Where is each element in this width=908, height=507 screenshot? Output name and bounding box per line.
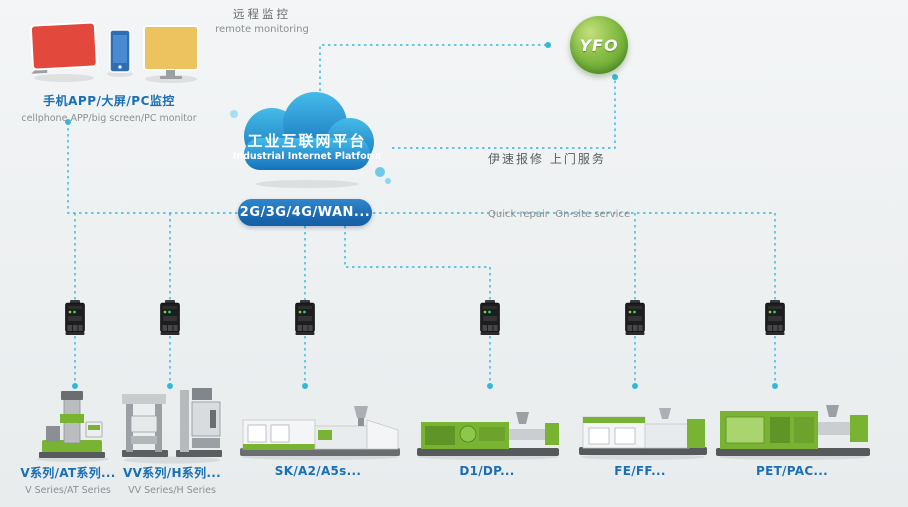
remote-monitoring-en: remote monitoring [215,24,309,35]
machine-fe-ff-series [579,408,707,460]
cellphone-icon [109,29,131,73]
machine-vv-series [122,388,222,464]
machine-d1-dp-series [417,412,559,460]
iot-gateway-6 [765,300,785,336]
machine-group-6-zh: PET/PAC... [755,464,829,478]
machine-group-2-en: VV Series/H Series [128,485,216,496]
machine-pet-pac-series [716,405,870,460]
client-devices-label-zh: 手机APP/大屏/PC监控 [43,94,175,108]
machine-sk-series [240,406,400,460]
machine-v-series [37,391,109,462]
client-devices-label-en: cellphone APP/big screen/PC monitor [21,113,197,124]
cloud-icon [230,92,391,188]
machine-group-4-zh: D1/DP... [459,464,515,478]
service-label-zh: 伊速报修 上门服务 [488,152,606,166]
machine-group-label-4: D1/DP... [412,464,562,482]
iot-gateway-2 [160,300,180,336]
iot-gateway-3 [295,300,315,336]
machine-group-2-zh: VV系列/H系列... [123,466,221,480]
service-label-en: Quick repair On-site service [488,209,631,220]
service-label: 伊速报修 上门服务 Quick repair On-site service [488,112,648,258]
iot-gateway-4 [480,300,500,336]
network-banner: 2G/3G/4G/WAN... [238,199,372,226]
platform-title-zh: 工业互联网平台 [247,132,367,150]
platform-title-en: Industrial Internet Platform [232,151,382,162]
client-devices-group: 手机APP/大屏/PC监控 cellphone APP/big screen/P… [14,14,204,124]
client-devices-icons [29,21,199,83]
remote-monitoring-label: 远程监控 remote monitoring [203,6,321,35]
machine-group-label-5: FE/FF... [565,464,715,482]
machine-group-label-1: V系列/AT系列... V Series/AT Series [0,464,143,496]
big-screen-icon [29,21,98,74]
machine-group-3-zh: SK/A2/A5s... [274,464,362,478]
yfo-logo: YFO [570,16,628,74]
machine-group-label-3: SK/A2/A5s... [243,464,393,482]
yfo-logo-text: YFO [579,35,619,55]
machine-group-label-2: VV系列/H系列... VV Series/H Series [97,464,247,496]
iot-gateway-5 [625,300,645,336]
machine-group-1-en: V Series/AT Series [25,485,111,496]
iot-gateway-1 [65,300,85,336]
pc-monitor-icon [143,25,199,79]
machine-group-5-zh: FE/FF... [614,464,666,478]
remote-monitoring-zh: 远程监控 [233,7,291,21]
machine-group-label-6: PET/PAC... [717,464,867,482]
machine-group-1-zh: V系列/AT系列... [20,466,116,480]
platform-cloud [222,88,392,188]
